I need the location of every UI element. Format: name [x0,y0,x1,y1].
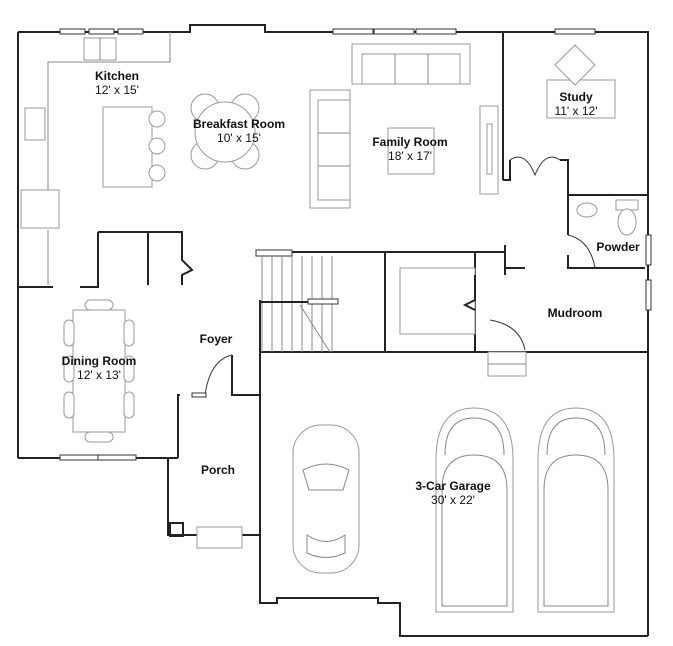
room-name: Mudroom [547,306,603,320]
room-name: Kitchen [94,69,140,83]
room-label-porch: Porch [200,463,236,478]
room-dims: 10' x 15' [217,130,261,145]
room-label-study: Study 11' x 12' [554,90,598,119]
stairs [255,249,527,377]
family-furniture [309,43,499,209]
windows [59,28,652,461]
room-dims: 12' x 15' [95,82,139,97]
room-name: Foyer [199,332,233,346]
car-1 [292,424,360,574]
room-name: Breakfast Room [192,117,286,131]
dining-table [63,299,135,443]
room-label-foyer: Foyer [199,332,233,347]
room-dims: 18' x 17' [388,148,432,163]
room-label-family: Family Room 18' x 17' [372,135,448,164]
kitchen-fixtures [20,32,171,285]
car-2 [435,407,514,613]
room-label-kitchen: Kitchen 12' x 15' [94,69,140,98]
room-name: 3-Car Garage [415,479,491,493]
room-name: Dining Room [61,354,137,368]
room-name: Porch [200,463,236,477]
porch-details [169,522,243,549]
breakfast-table [190,93,260,170]
doors [191,156,596,398]
exterior-walls [17,24,649,637]
room-label-garage: 3-Car Garage 30' x 22' [415,479,491,508]
room-name: Study [559,90,593,104]
room-dims: 12' x 13' [77,367,121,382]
powder-fixtures [576,199,639,236]
room-dims: 11' x 12' [554,103,598,118]
interior-walls [18,32,648,536]
car-3 [537,407,615,613]
room-label-dining: Dining Room 12' x 13' [61,354,137,383]
room-label-powder: Powder [596,240,640,255]
room-name: Family Room [372,135,448,149]
room-label-mudroom: Mudroom [547,306,603,321]
room-label-breakfast: Breakfast Room 10' x 15' [192,117,286,146]
study-furniture [546,44,616,119]
room-dims: 30' x 22' [431,492,475,507]
room-name: Powder [596,240,640,254]
